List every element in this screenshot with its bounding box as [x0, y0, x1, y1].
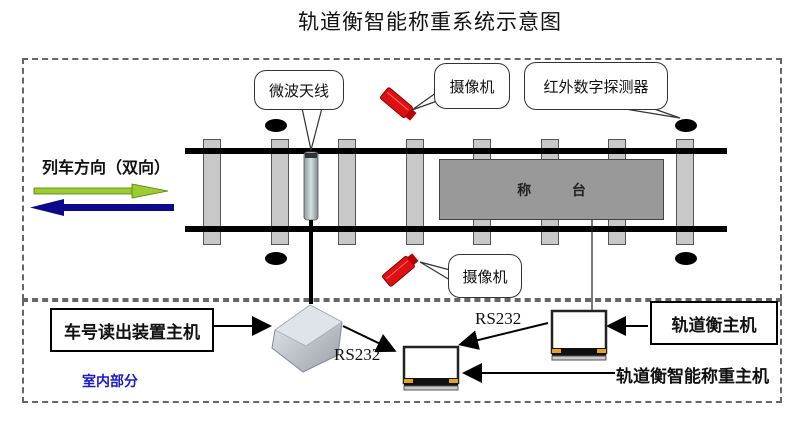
direction-forward-arrow — [33, 183, 169, 199]
reader-device-icon — [271, 304, 343, 373]
callout-camera-bottom-text: 摄像机 — [462, 267, 508, 286]
arrow-scale-laptop-to-smart-host — [458, 322, 549, 350]
weighing-platform: 称 台 — [439, 159, 664, 220]
smart-host-laptop-icon — [402, 345, 460, 391]
callout-ir-detector-text: 红外数字探测器 — [543, 77, 649, 96]
direction-backward-arrow — [30, 199, 174, 216]
callout-camera-top: 摄像机 — [434, 63, 510, 109]
microwave-antenna-icon — [303, 151, 319, 221]
scale-host-label: 轨道衡主机 — [650, 301, 778, 345]
indoor-section-label: 室内部分 — [82, 374, 138, 390]
direction-label: 列车方向（双向） — [42, 158, 171, 177]
callout-ir-detector: 红外数字探测器 — [524, 62, 668, 110]
smart-host-label: 轨道衡智能称重主机 — [616, 367, 769, 387]
arrow-device-to-smart-host — [342, 325, 397, 353]
camera-bottom-icon — [382, 253, 419, 287]
sleeper — [676, 139, 694, 245]
sleeper — [406, 139, 424, 245]
callout-camera-bottom: 摄像机 — [448, 254, 522, 298]
rs232-label-left: RS232 — [334, 345, 381, 364]
sleeper — [338, 139, 356, 245]
scale-host-laptop-icon — [550, 309, 608, 361]
ir-detector-dot — [265, 119, 287, 132]
scale-host-text: 轨道衡主机 — [671, 315, 757, 336]
ir-detector-dot — [675, 252, 697, 265]
rs232-label-right: RS232 — [475, 309, 522, 328]
outdoor-region — [22, 58, 782, 300]
ir-detector-dot — [265, 252, 287, 265]
reader-host-label: 车号读出装置主机 — [50, 308, 214, 352]
callout-antenna: 微波天线 — [254, 70, 344, 110]
diagram-title: 轨道衡智能称重系统示意图 — [298, 10, 562, 34]
sleeper — [203, 139, 221, 245]
indoor-region — [22, 300, 782, 403]
rail-top — [185, 148, 727, 154]
platform-label: 称 台 — [517, 182, 604, 199]
camera-top-icon — [380, 87, 417, 121]
sleeper — [271, 139, 289, 245]
rail-bottom — [185, 226, 727, 232]
callout-antenna-text: 微波天线 — [268, 81, 329, 100]
reader-host-text: 车号读出装置主机 — [64, 322, 200, 343]
ir-detector-dot — [675, 119, 697, 132]
callout-camera-top-text: 摄像机 — [449, 77, 495, 96]
